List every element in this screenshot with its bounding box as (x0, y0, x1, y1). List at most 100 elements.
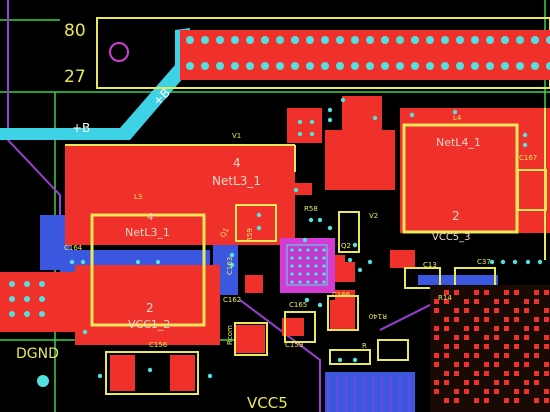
fine-pitch-pad (544, 290, 549, 295)
thermal-via (9, 281, 15, 287)
fine-pitch-pad (454, 362, 459, 367)
via (317, 217, 323, 223)
fine-pitch-pad (524, 362, 529, 367)
net-label-dgnd: DGND (16, 346, 59, 362)
l3-pad-top-net: NetL3_1 (212, 174, 261, 188)
refdes-c156: C156 (149, 341, 168, 349)
via (522, 142, 528, 148)
fine-pitch-pad (504, 317, 509, 322)
fine-pitch-pad (434, 380, 439, 385)
ic-via (306, 264, 310, 268)
ic-via (314, 280, 318, 284)
fine-pitch-pad (534, 380, 539, 385)
header-pin (501, 36, 509, 44)
header-pin (201, 62, 209, 70)
via (512, 259, 518, 265)
fine-pitch-pad (444, 299, 449, 304)
header-pin (276, 36, 284, 44)
fine-pitch-pad (544, 344, 549, 349)
fine-pitch-pad (544, 398, 549, 403)
ic-via (314, 248, 318, 252)
header-pin (471, 62, 479, 70)
via (500, 259, 506, 265)
fine-pitch-pad (484, 344, 489, 349)
fine-pitch-pad (434, 353, 439, 358)
left-thermal-pads[interactable] (0, 272, 75, 332)
fine-pitch-pad (484, 335, 489, 340)
header-pin (546, 36, 550, 44)
header-pin (186, 62, 194, 70)
via (80, 259, 86, 265)
ic-via (314, 272, 318, 276)
via (309, 131, 315, 137)
thermal-via (24, 281, 30, 287)
refdes-c13: C13 (423, 261, 437, 269)
fine-pitch-pad (474, 371, 479, 376)
controller-ic[interactable] (280, 238, 335, 293)
header-pin (291, 62, 299, 70)
fine-pitch-pad (514, 317, 519, 322)
fine-pitch-pad (454, 389, 459, 394)
via (352, 357, 358, 363)
header-pin (486, 62, 494, 70)
net-label-vcc5: VCC5 (247, 394, 288, 412)
via (82, 329, 88, 335)
fine-pitch-pad (494, 353, 499, 358)
via (357, 267, 363, 273)
fine-pitch-pad (514, 371, 519, 376)
center-copper-pads[interactable] (110, 96, 415, 391)
via (537, 259, 543, 265)
fine-pitch-pad (534, 398, 539, 403)
fine-pitch-pad (454, 371, 459, 376)
fine-pitch-pad (494, 326, 499, 331)
l3-pad-mid-net: NetL3_1 (125, 226, 170, 239)
header-pad-array[interactable] (180, 30, 550, 80)
header-pin (381, 36, 389, 44)
refdes-r59: R59 (246, 228, 254, 242)
header-pin (486, 36, 494, 44)
fine-pitch-pad (444, 398, 449, 403)
fine-pitch-pad (464, 362, 469, 367)
fine-pitch-pad (474, 317, 479, 322)
fine-pitch-pad (514, 398, 519, 403)
via (256, 225, 262, 231)
header-pin (396, 36, 404, 44)
fine-pitch-pad (534, 326, 539, 331)
fine-pitch-pad (544, 371, 549, 376)
fine-pitch-pad (434, 389, 439, 394)
header-pin-first-label: 80 (64, 21, 86, 41)
ic-via (306, 248, 310, 252)
header-pin (351, 62, 359, 70)
fine-pitch-pad (474, 380, 479, 385)
inductor-l4[interactable] (400, 108, 550, 260)
header-pin (441, 62, 449, 70)
thermal-via (24, 296, 30, 302)
fine-pitch-pad (454, 308, 459, 313)
thermal-via (39, 296, 45, 302)
fine-pitch-pad (434, 308, 439, 313)
fine-pitch-pad (444, 380, 449, 385)
l4-pad-top-net: NetL4_1 (436, 136, 481, 149)
ic-via (322, 256, 326, 260)
bottom-hatch (327, 375, 410, 412)
fine-pitch-array[interactable] (430, 285, 550, 412)
bottom-strips (325, 372, 415, 412)
plus-b-trace[interactable] (0, 28, 190, 140)
via (69, 259, 75, 265)
fine-pitch-pad (434, 299, 439, 304)
via (302, 237, 308, 243)
fine-pitch-pad (444, 344, 449, 349)
fine-pitch-pad (474, 344, 479, 349)
thermal-via (39, 311, 45, 317)
header-pin (426, 36, 434, 44)
fine-pitch-pad (474, 299, 479, 304)
fine-pitch-pad (514, 290, 519, 295)
fine-pitch-pad (524, 380, 529, 385)
via (229, 262, 235, 268)
header-pin (216, 62, 224, 70)
ic-via (322, 280, 326, 284)
refdes-c159: C159 (285, 341, 303, 349)
fine-pitch-pad (494, 299, 499, 304)
